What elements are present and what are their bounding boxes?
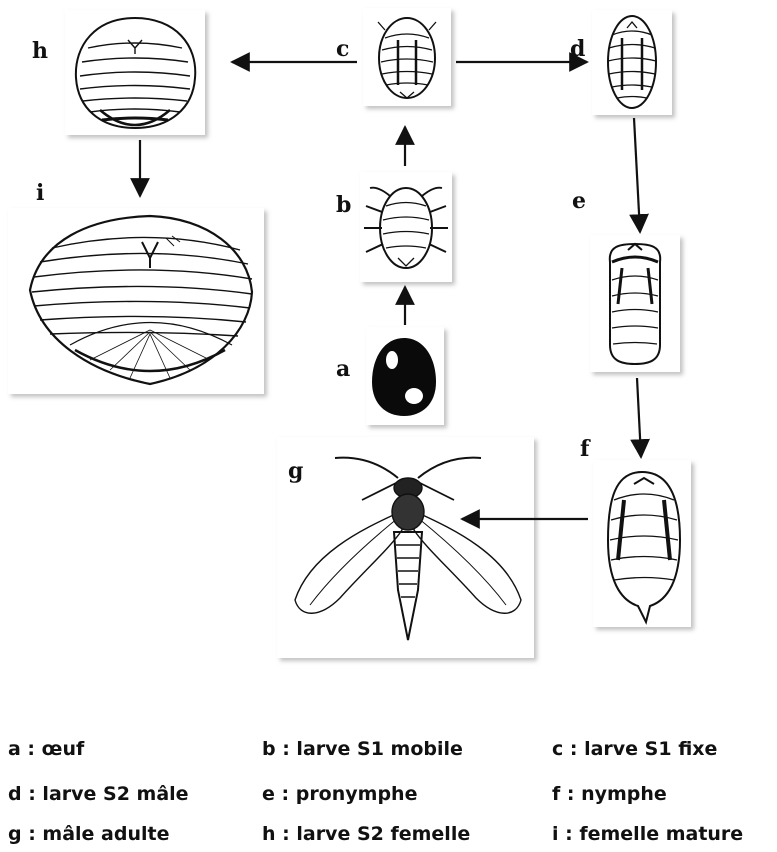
stage-letter-g: g <box>288 458 303 484</box>
stage-letter-a: a <box>336 356 350 382</box>
legend-item-h: h : larve S2 femelle <box>262 823 470 845</box>
legend-item-f: f : nymphe <box>552 783 667 805</box>
legend-item-a: a : œuf <box>8 738 84 760</box>
stage-letter-c: c <box>336 36 349 62</box>
arrow-e-to-f <box>637 378 641 457</box>
legend-item-g: g : mâle adulte <box>8 823 170 845</box>
arrow-d-to-e <box>634 118 640 232</box>
frame-d <box>592 10 672 115</box>
legend: a : œuf b : larve S1 mobile c : larve S1… <box>0 720 777 852</box>
legend-item-d: d : larve S2 mâle <box>8 783 189 805</box>
legend-item-e: e : pronymphe <box>262 783 417 805</box>
stage-letter-e: e <box>572 188 586 214</box>
legend-item-b: b : larve S1 mobile <box>262 738 463 760</box>
stage-letter-f: f <box>580 436 591 462</box>
frame-c <box>363 8 451 106</box>
stage-letter-d: d <box>570 36 585 62</box>
legend-item-i: i : femelle mature <box>552 823 743 845</box>
legend-item-c: c : larve S1 fixe <box>552 738 717 760</box>
stage-letter-h: h <box>32 38 48 64</box>
life-cycle-diagram: h c d i b e a g f <box>0 0 777 700</box>
illustration-a-egg <box>372 338 436 416</box>
stage-letter-i: i <box>36 180 44 206</box>
stage-letter-b: b <box>336 192 351 218</box>
